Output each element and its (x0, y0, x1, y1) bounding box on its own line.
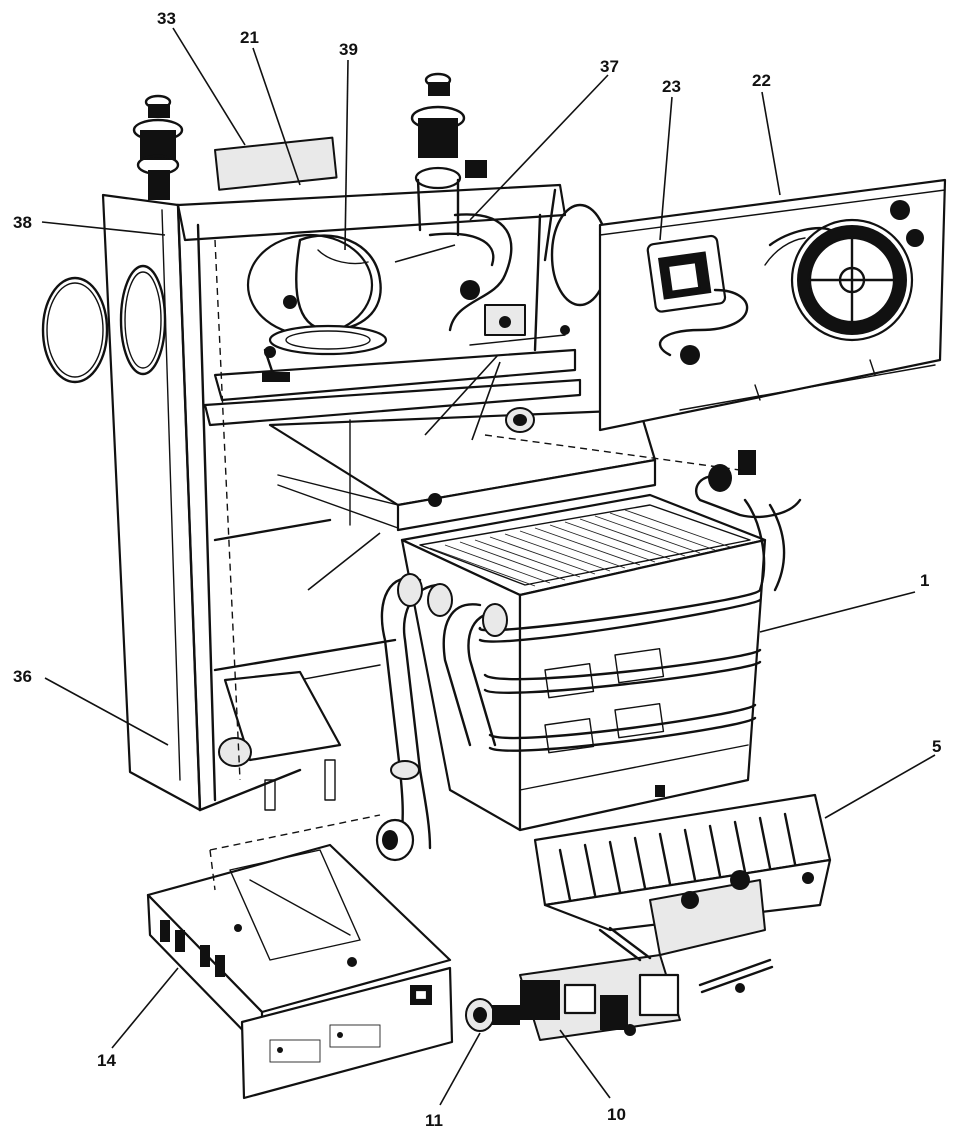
leader-5 (824, 754, 936, 819)
flow-return-pipes (218, 407, 802, 862)
assembly-guides (209, 239, 741, 891)
leader-21 (252, 47, 301, 186)
callout-11: 11 (425, 1111, 443, 1130)
leader-inner-d (394, 244, 456, 263)
callout-14: 14 (97, 1051, 116, 1070)
control-box-14 (146, 843, 454, 1100)
combustion-panel (268, 408, 657, 532)
callout-leaders (41, 27, 936, 1106)
leader-23 (659, 96, 673, 241)
pressure-switch-assembly (428, 213, 570, 346)
leader-inner-b (471, 361, 501, 441)
callout-1: 1 (920, 571, 929, 590)
callout-37: 37 (600, 57, 619, 76)
side-panel-36 (41, 193, 202, 812)
leader-14 (111, 967, 179, 1049)
callout-23: 23 (662, 77, 681, 96)
callout-21: 21 (240, 28, 259, 47)
leader-33 (172, 27, 246, 146)
leader-39 (344, 59, 349, 251)
fan-chamber (246, 233, 388, 382)
leader-22 (761, 91, 781, 196)
leader-1 (759, 591, 916, 633)
heat-exchanger-1 (400, 493, 767, 832)
heat-exchanger-fins (429, 509, 731, 587)
leader-10 (559, 1029, 611, 1099)
leader-inner-c (307, 532, 381, 591)
chassis-frame (176, 136, 582, 812)
leader-36 (44, 677, 169, 746)
callout-38: 38 (13, 213, 32, 232)
callout-labels: 33 21 39 37 23 22 38 1 36 5 14 11 10 (13, 9, 941, 1130)
gas-valve-10 (519, 926, 681, 1041)
leader-inner-a (424, 354, 499, 436)
leader-37 (469, 74, 609, 221)
callout-39: 39 (339, 40, 358, 59)
leader-11 (439, 1032, 481, 1106)
flue-connector-right (410, 72, 487, 237)
callout-36: 36 (13, 667, 32, 686)
burner-assembly-5 (533, 785, 832, 994)
callout-5: 5 (932, 737, 941, 756)
leader-38 (41, 221, 166, 236)
callout-10: 10 (607, 1105, 626, 1124)
callout-33: 33 (157, 9, 176, 28)
fan-housing-panel-22 (550, 178, 947, 432)
gas-inlet-11 (465, 998, 520, 1032)
callout-22: 22 (752, 71, 771, 90)
flue-connector-left (132, 94, 184, 200)
